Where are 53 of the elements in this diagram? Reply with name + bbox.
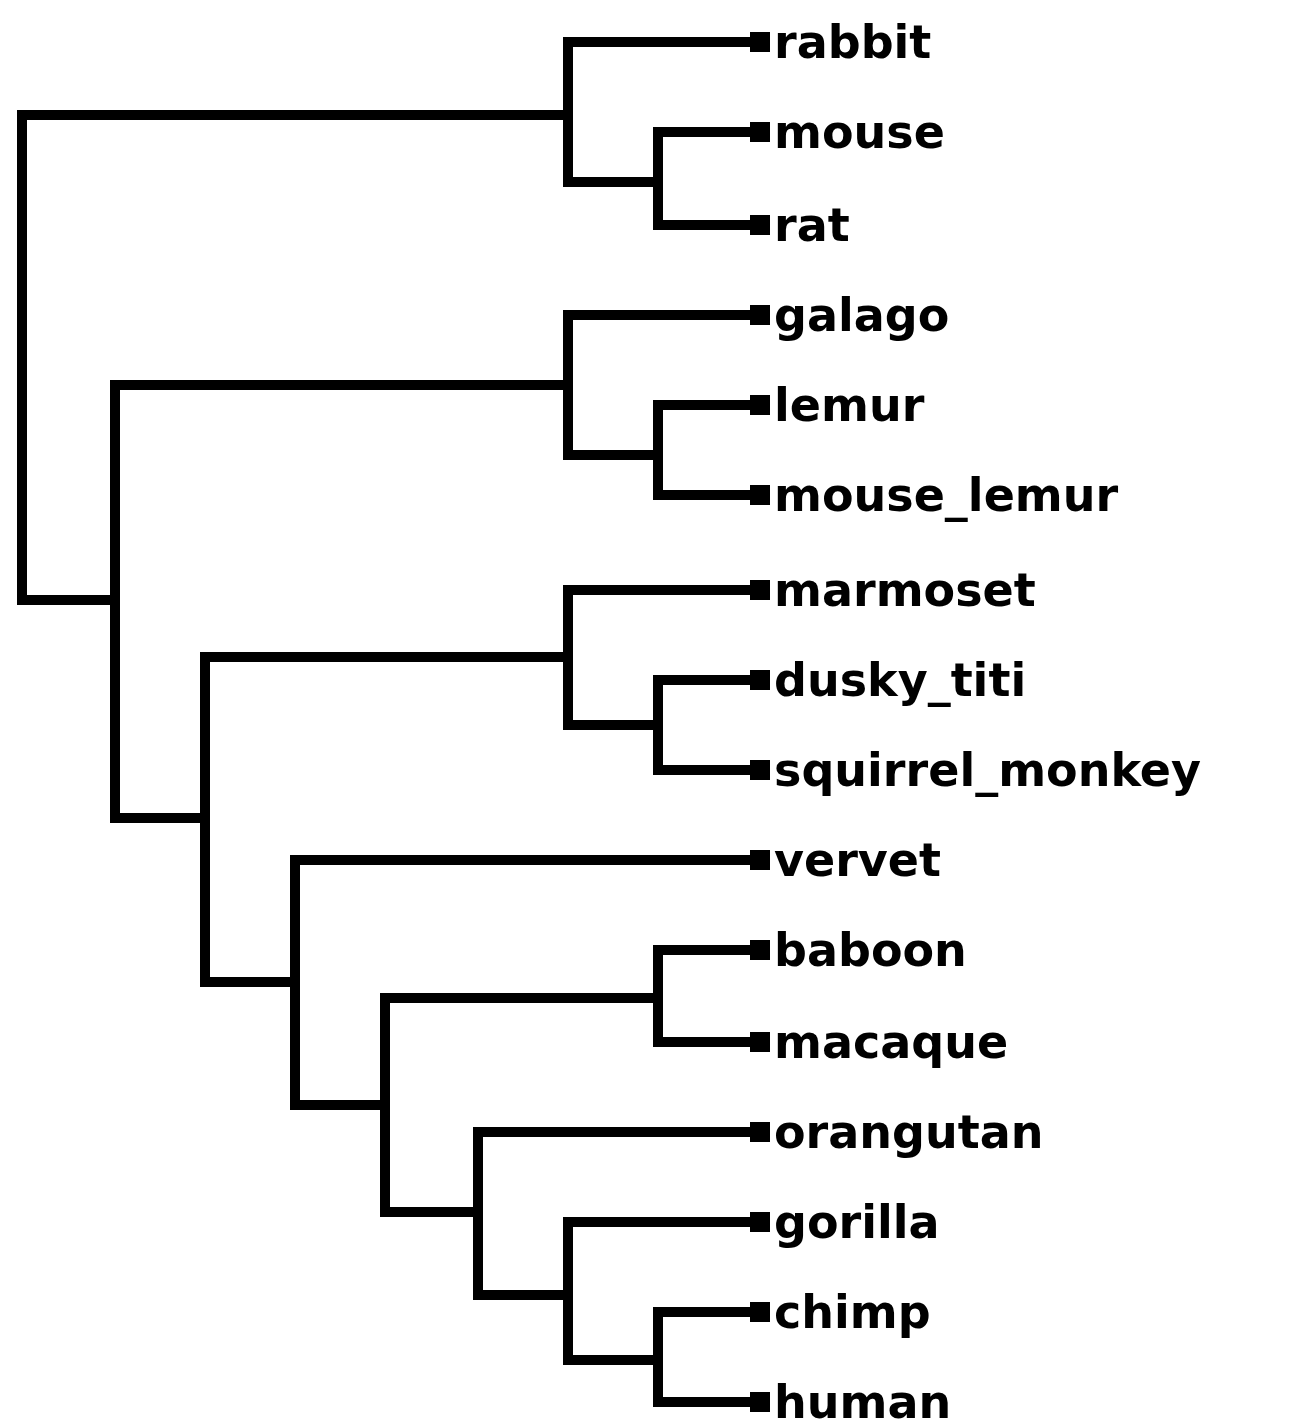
branch-bar [653,400,663,500]
branch-bar [563,585,573,730]
branch-line [663,940,770,960]
branch-bar [653,675,663,775]
branch-line [120,380,563,390]
branch-line [663,1032,770,1052]
taxon-label: baboon [773,927,967,973]
branch-bar [563,310,573,460]
branch-line [573,32,770,52]
branch-bar [653,945,663,1047]
branch-bar [563,37,573,187]
taxon-label: lemur [773,382,925,428]
branch-bar [473,1127,483,1300]
branch-line [27,595,110,605]
branch-line [483,1122,770,1142]
branch-bar [653,127,663,230]
branch-bar [200,652,210,987]
branch-line [300,1100,380,1110]
taxon-label: vervet [773,837,942,883]
branch-line [663,122,770,142]
branch-line [573,1212,770,1232]
branch-bar [290,855,300,1110]
branch-line [663,1302,770,1322]
branch-bar [110,380,120,823]
taxon-label: marmoset [773,567,1036,613]
branch-line [573,450,653,460]
taxon-label: mouse [773,109,945,155]
branch-bar [17,110,27,605]
branch-bar [653,1307,663,1407]
branch-line [663,395,770,415]
branch-line [663,670,770,690]
branch-line [483,1290,563,1300]
branch-line [210,977,290,987]
branch-bar [380,993,390,1217]
branch-line [663,485,770,505]
branch-line [663,760,770,780]
branch-line [663,1392,770,1412]
branch-line [390,993,653,1003]
taxon-label: human [773,1379,952,1425]
taxon-label: rat [773,202,850,248]
branch-line [390,1207,473,1217]
taxon-label: rabbit [773,19,932,65]
branch-line [573,177,653,187]
branch-line [573,305,770,325]
branch-line [300,850,770,870]
branch-line [27,110,563,120]
branch-line [663,215,770,235]
branch-line [120,813,200,823]
branch-line [573,1355,653,1365]
branch-line [210,652,563,662]
branch-line [573,720,653,730]
branch-line [573,580,770,600]
branch-bar [563,1217,573,1365]
